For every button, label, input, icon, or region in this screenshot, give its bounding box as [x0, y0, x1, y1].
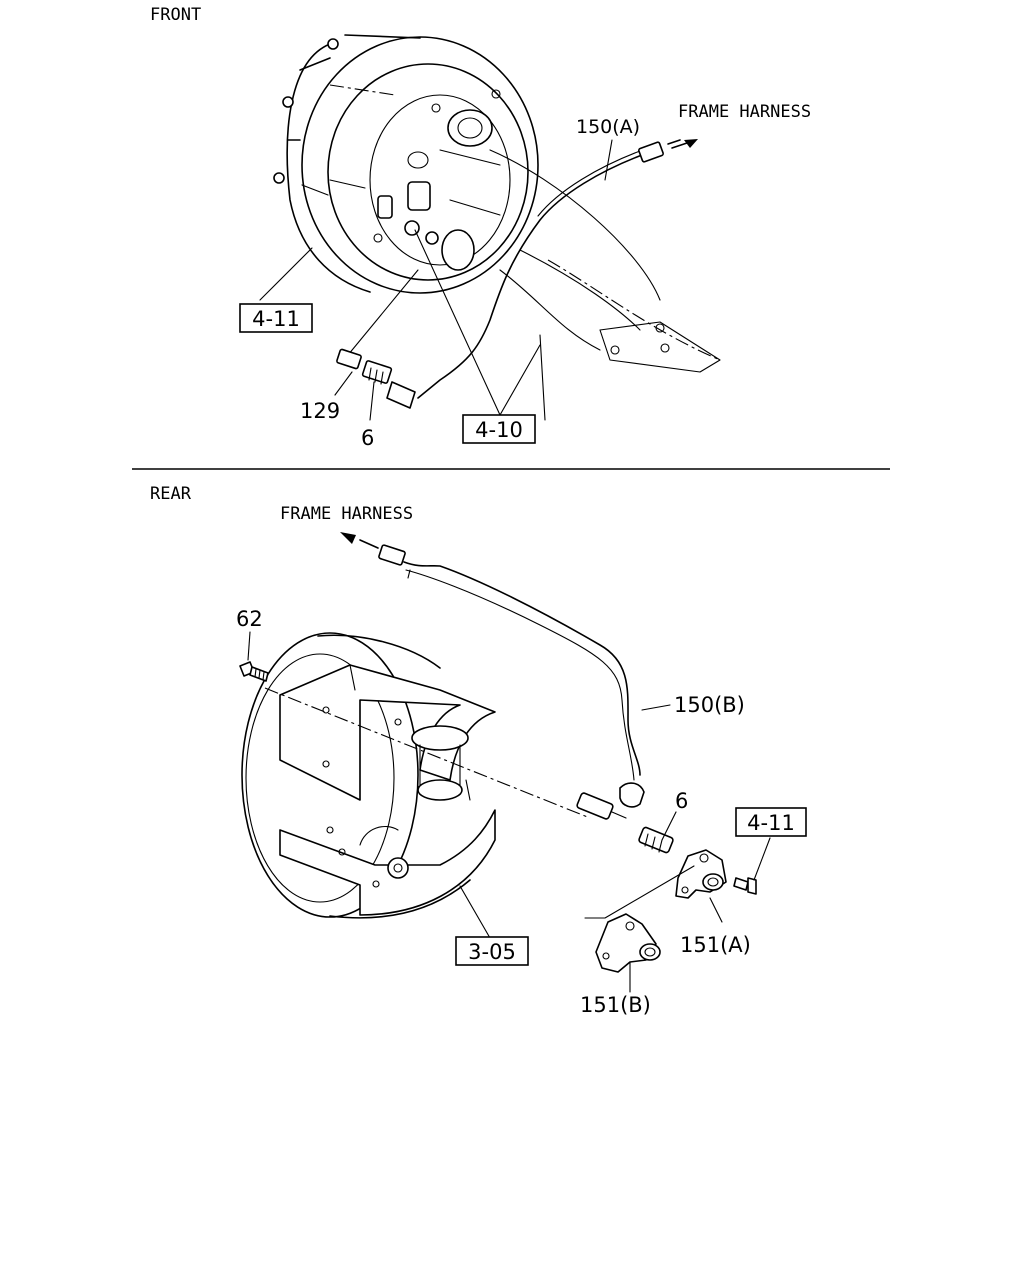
rear-frame-harness-label: FRAME HARNESS [280, 504, 413, 524]
front-part-129-label: 129 [300, 399, 340, 423]
front-brake-drum [273, 34, 539, 294]
front-frame-harness-arrow [671, 139, 698, 149]
front-ref-box-4-11: 4-11 [239, 303, 313, 333]
rear-bracket-151b [595, 913, 661, 993]
rear-ref-3-05-label: 3-05 [468, 940, 516, 964]
rear-part-62-label: 62 [236, 607, 263, 631]
front-leaders [259, 139, 613, 421]
rear-bolt-4-11 [733, 837, 771, 895]
rear-axis-centerline [264, 687, 591, 819]
front-sensor-parts [336, 269, 419, 409]
front-title: FRONT [150, 5, 201, 25]
rear-part-151b-label: 151(B) [580, 993, 651, 1017]
rear-brake-shoes [279, 664, 496, 916]
rear-title: REAR [150, 484, 192, 504]
front-sensor-harness [417, 139, 681, 399]
rear-part-150b-label: 150(B) [674, 693, 745, 717]
rear-ref-box-3-05: 3-05 [455, 936, 529, 966]
rear-sensor-harness [378, 544, 645, 808]
rear-frame-harness-arrow [340, 532, 379, 549]
front-ref-4-10-label: 4-10 [475, 418, 523, 442]
rear-bracket-151a [675, 849, 727, 923]
rear-ref-4-11-label: 4-11 [747, 811, 795, 835]
rear-section: REAR FRAME HARNESS [150, 484, 807, 1017]
rear-brake-drum [241, 632, 471, 919]
rear-part-6-label: 6 [675, 789, 688, 813]
rear-bolt-62 [239, 631, 269, 682]
front-ref-box-4-10: 4-10 [462, 414, 536, 444]
rear-ref-box-4-11: 4-11 [735, 807, 807, 837]
rear-sensor-parts [576, 792, 677, 854]
front-hub-assembly [369, 89, 511, 271]
rear-alt-bracket-leader [584, 865, 695, 919]
front-part-6-label: 6 [361, 426, 374, 450]
front-section: FRONT [150, 5, 811, 450]
front-part-150a-label: 150(A) [576, 116, 640, 138]
front-axle-beam [489, 149, 721, 421]
rear-leaders [459, 704, 671, 939]
rear-part-151a-label: 151(A) [680, 933, 751, 957]
front-frame-harness-label: FRAME HARNESS [678, 102, 811, 122]
front-ref-4-11-label: 4-11 [252, 307, 300, 331]
